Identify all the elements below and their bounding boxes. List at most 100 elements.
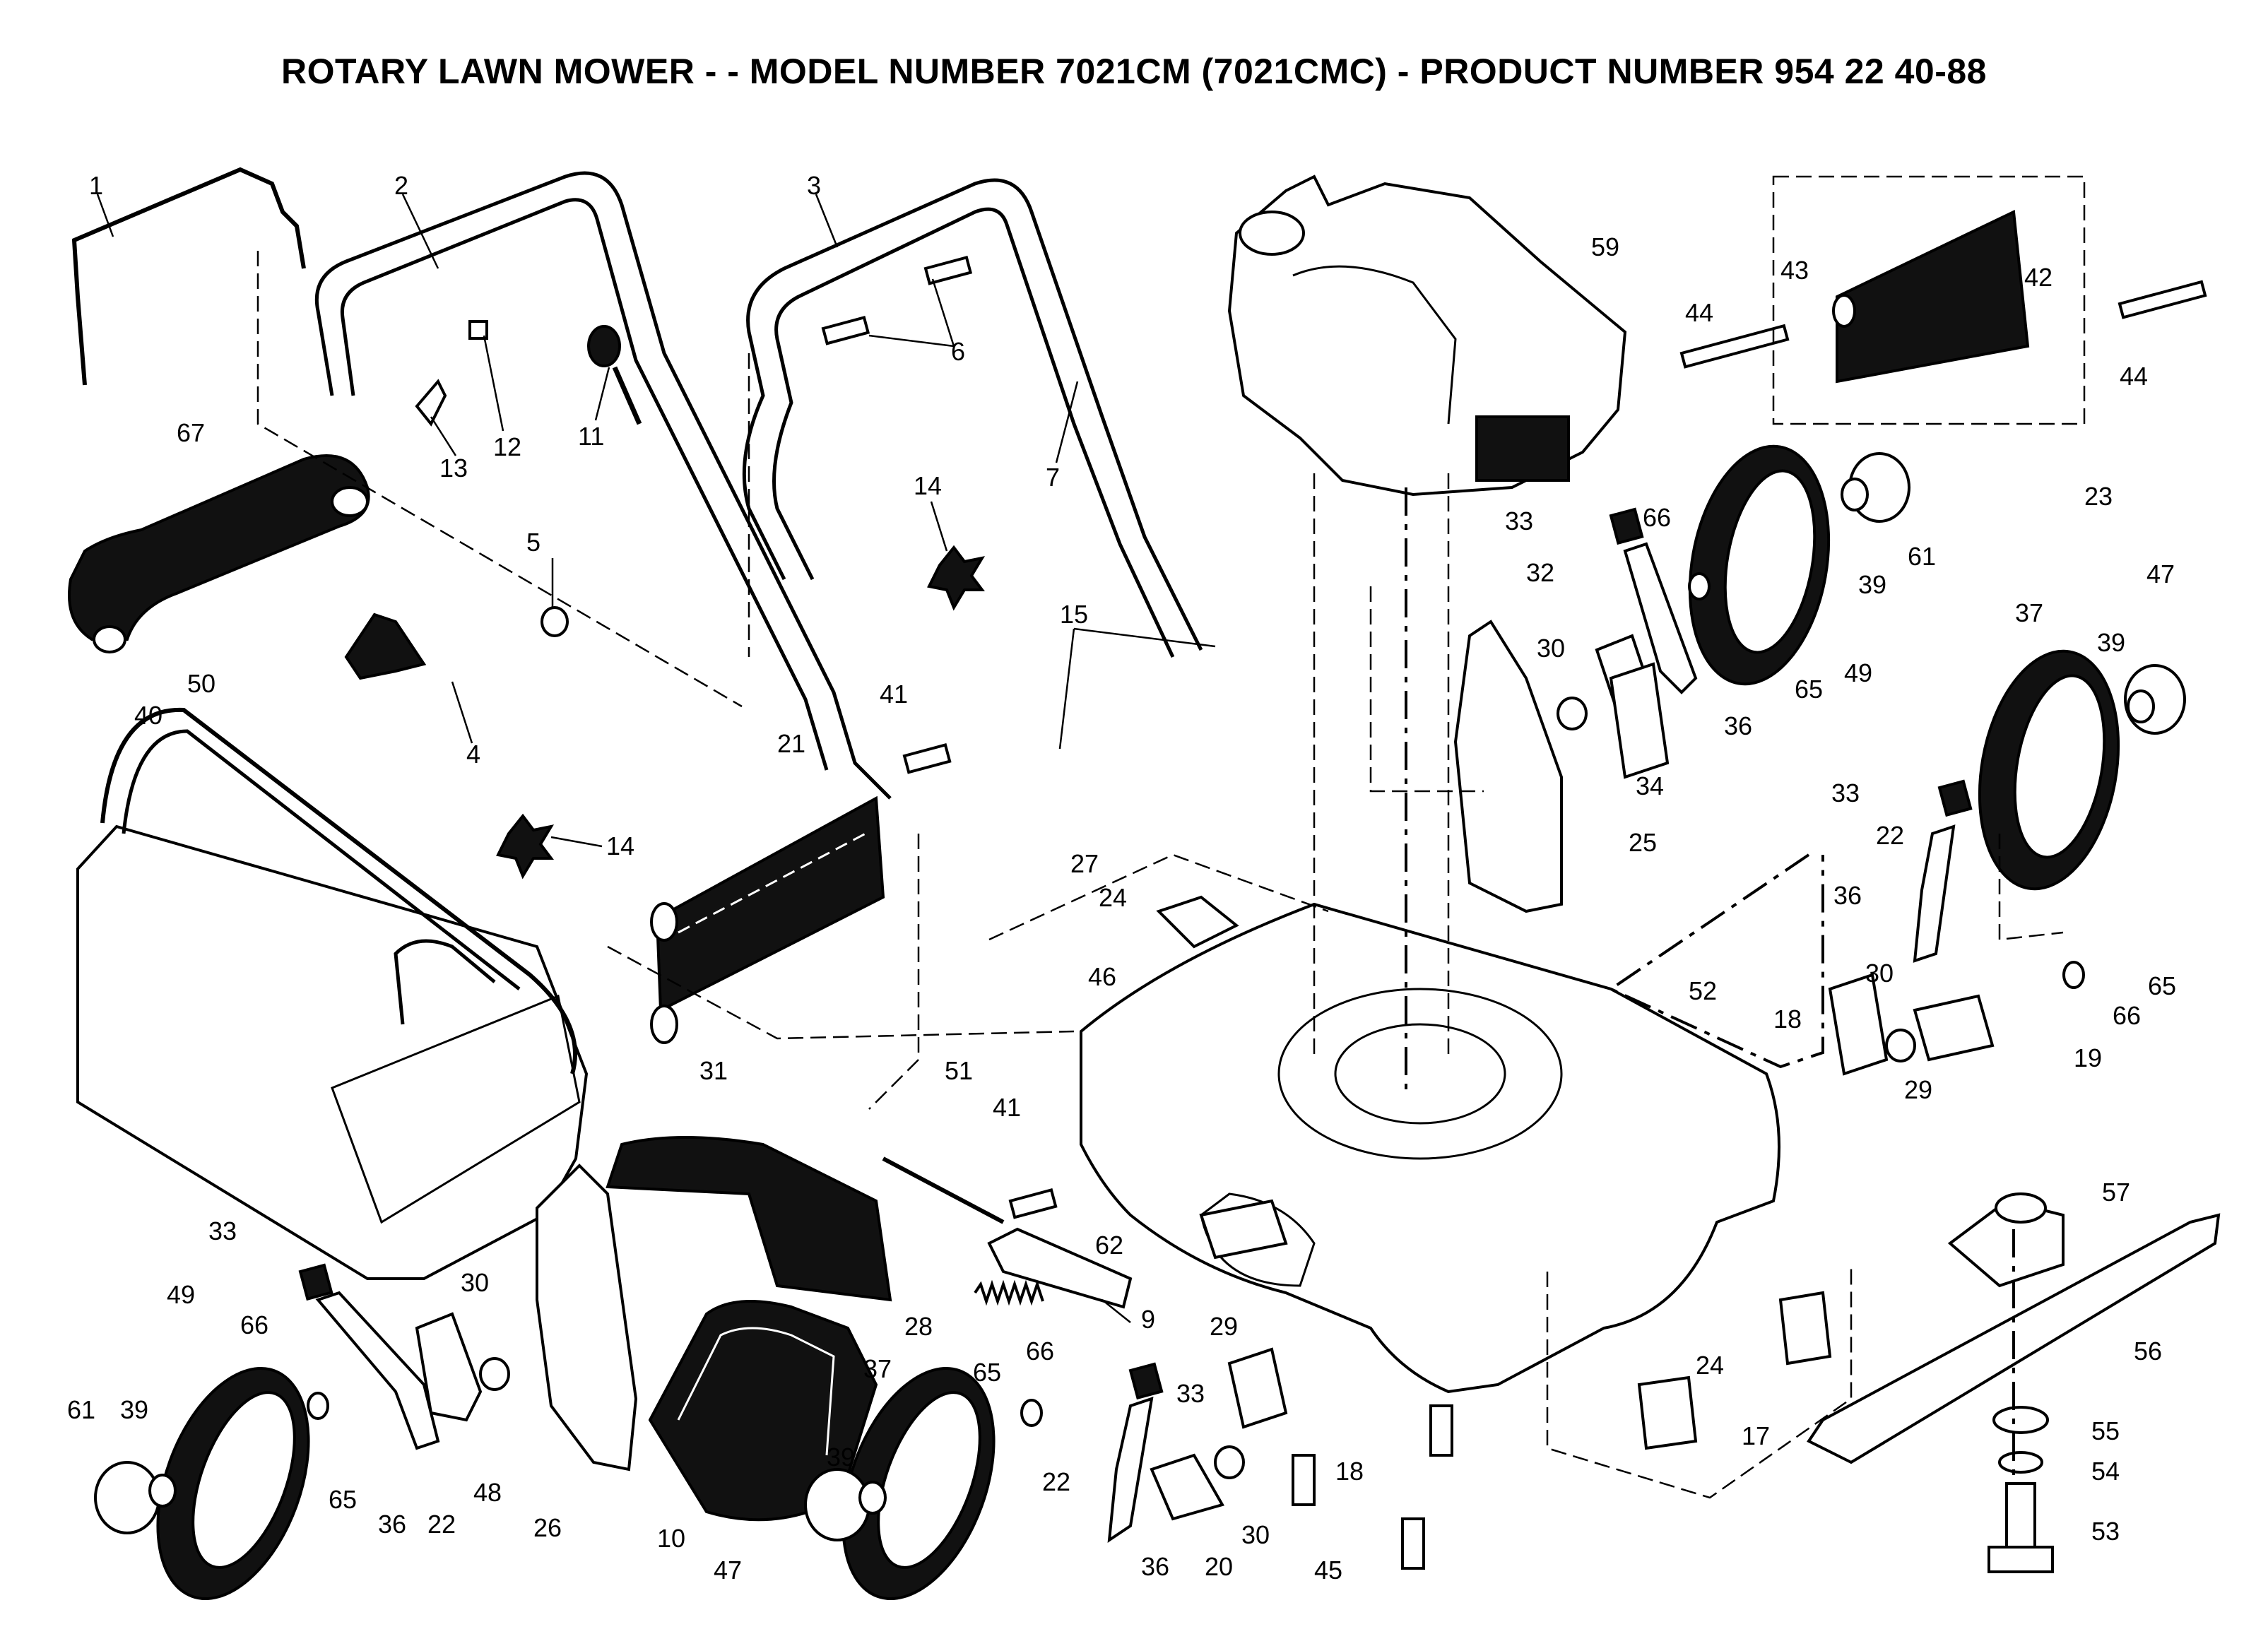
callout-42: 42 [2024,263,2053,292]
grass-bag-frame [100,707,577,1074]
lever-22a [315,1291,440,1450]
grass-bag-frame-inner [122,729,521,990]
spring-11 [587,325,621,367]
spring-28 [974,1279,1044,1306]
washer-65d [2062,961,2085,989]
engine-muffler [1475,415,1570,482]
lever-32 [1623,542,1698,694]
callout-22-right: 22 [1876,821,1904,850]
height-adjuster-right [1453,620,1563,913]
callout-39-left: 39 [120,1395,148,1424]
clip-13 [415,379,447,427]
bolt-6b [923,256,973,285]
callout-65-mid: 65 [973,1358,1001,1387]
callout-19: 19 [2074,1043,2102,1072]
bail-wire [71,167,306,386]
callout-36-left: 36 [378,1510,406,1539]
callout-12: 12 [493,432,521,461]
callout-18-right: 18 [1773,1005,1802,1034]
assembly-line-8 [1607,853,1824,1069]
callout-20: 20 [1205,1552,1233,1581]
spacer-30d [1885,1029,1916,1062]
callout-4: 4 [466,740,480,769]
bolt-45c [1401,1517,1425,1570]
mower-deck [1080,902,1780,1394]
deck-ring-inner [1334,1023,1506,1125]
callout-65-right: 65 [2148,971,2176,1000]
assembly-line-9 [1772,175,2086,425]
callout-53: 53 [2091,1517,2120,1546]
callout-29-bottom: 29 [1210,1312,1238,1341]
callout-34: 34 [1636,771,1664,800]
callout-36-bottom: 36 [1141,1552,1169,1581]
upper-handle-left [314,171,892,800]
callout-5: 5 [526,528,541,557]
bracket-17a [1778,1291,1832,1366]
callout-67: 67 [177,418,205,447]
nut-39c [1841,478,1869,511]
callout-13: 13 [439,454,468,482]
block-29b [1828,973,1889,1076]
plug-62 [1199,1199,1288,1260]
plug-33c [1609,507,1644,545]
nut-39a [148,1474,177,1508]
callout-57: 57 [2102,1178,2130,1207]
plug-33b [1128,1362,1164,1400]
callout-47-left: 47 [714,1556,742,1585]
assembly-line-3 [868,834,920,1110]
callout-36-top: 36 [1724,711,1752,740]
upper-handle-right [742,178,1203,651]
callout-66-left: 66 [240,1310,268,1339]
callout-66-right: 66 [2113,1001,2141,1030]
callout-44-right: 44 [2120,362,2148,391]
callout-24-bottom: 24 [1696,1351,1724,1380]
bolt-41b [1008,1188,1058,1219]
callout-15: 15 [1060,600,1088,629]
lever-22c [1913,824,1956,963]
callout-65-left: 65 [329,1485,357,1514]
washer-54 [1998,1451,2043,1474]
washer-65c [1688,572,1711,600]
hubcap-61-left [94,1461,160,1534]
callout-2: 2 [394,171,408,200]
callout-24-top: 24 [1099,883,1127,912]
callout-48: 48 [473,1478,502,1507]
callout-52: 52 [1689,976,1717,1005]
spacer-30c [1557,697,1588,730]
callout-32: 32 [1526,558,1554,587]
bolt-44b [2118,280,2207,319]
callout-39-right: 39 [2097,628,2125,657]
foam-grip [68,454,370,641]
rear-flap-assembly [1836,209,2030,384]
callout-labels: 1 2 3 4 5 6 7 9 10 11 12 13 14 14 15 17 … [67,171,2176,1585]
bolt-45a [1429,1404,1453,1457]
callout-31: 31 [699,1056,728,1085]
bracket-17b [1637,1375,1698,1450]
cover-inner [677,1327,835,1456]
washer-65a [307,1392,329,1420]
callout-56: 56 [2134,1337,2162,1366]
assembly-line-1 [256,251,743,708]
nut-12 [468,320,488,340]
callout-22-mid: 22 [1042,1467,1070,1496]
callout-41-mid: 41 [993,1093,1021,1122]
callout-9: 9 [1141,1305,1155,1334]
callout-30-bottom: 30 [1241,1520,1270,1549]
callout-10: 10 [657,1524,685,1553]
deck-ring-outer [1277,988,1563,1160]
spacer-30a [479,1357,510,1391]
foam-grip-end-2 [93,625,126,653]
callout-37-right: 37 [2015,598,2043,627]
callout-61-right: 61 [1908,542,1936,571]
callout-11: 11 [578,422,604,451]
spacer-30b [1214,1445,1245,1479]
callout-45: 45 [1314,1556,1342,1585]
callout-33-left: 33 [208,1216,237,1245]
nut-5 [541,606,569,637]
plug-33d [1937,779,1973,817]
callout-25: 25 [1629,828,1657,857]
callout-51: 51 [945,1056,973,1085]
callout-50: 50 [187,669,215,698]
rear-deflector [606,1136,892,1302]
blade-adapter-hub [1995,1192,2047,1224]
